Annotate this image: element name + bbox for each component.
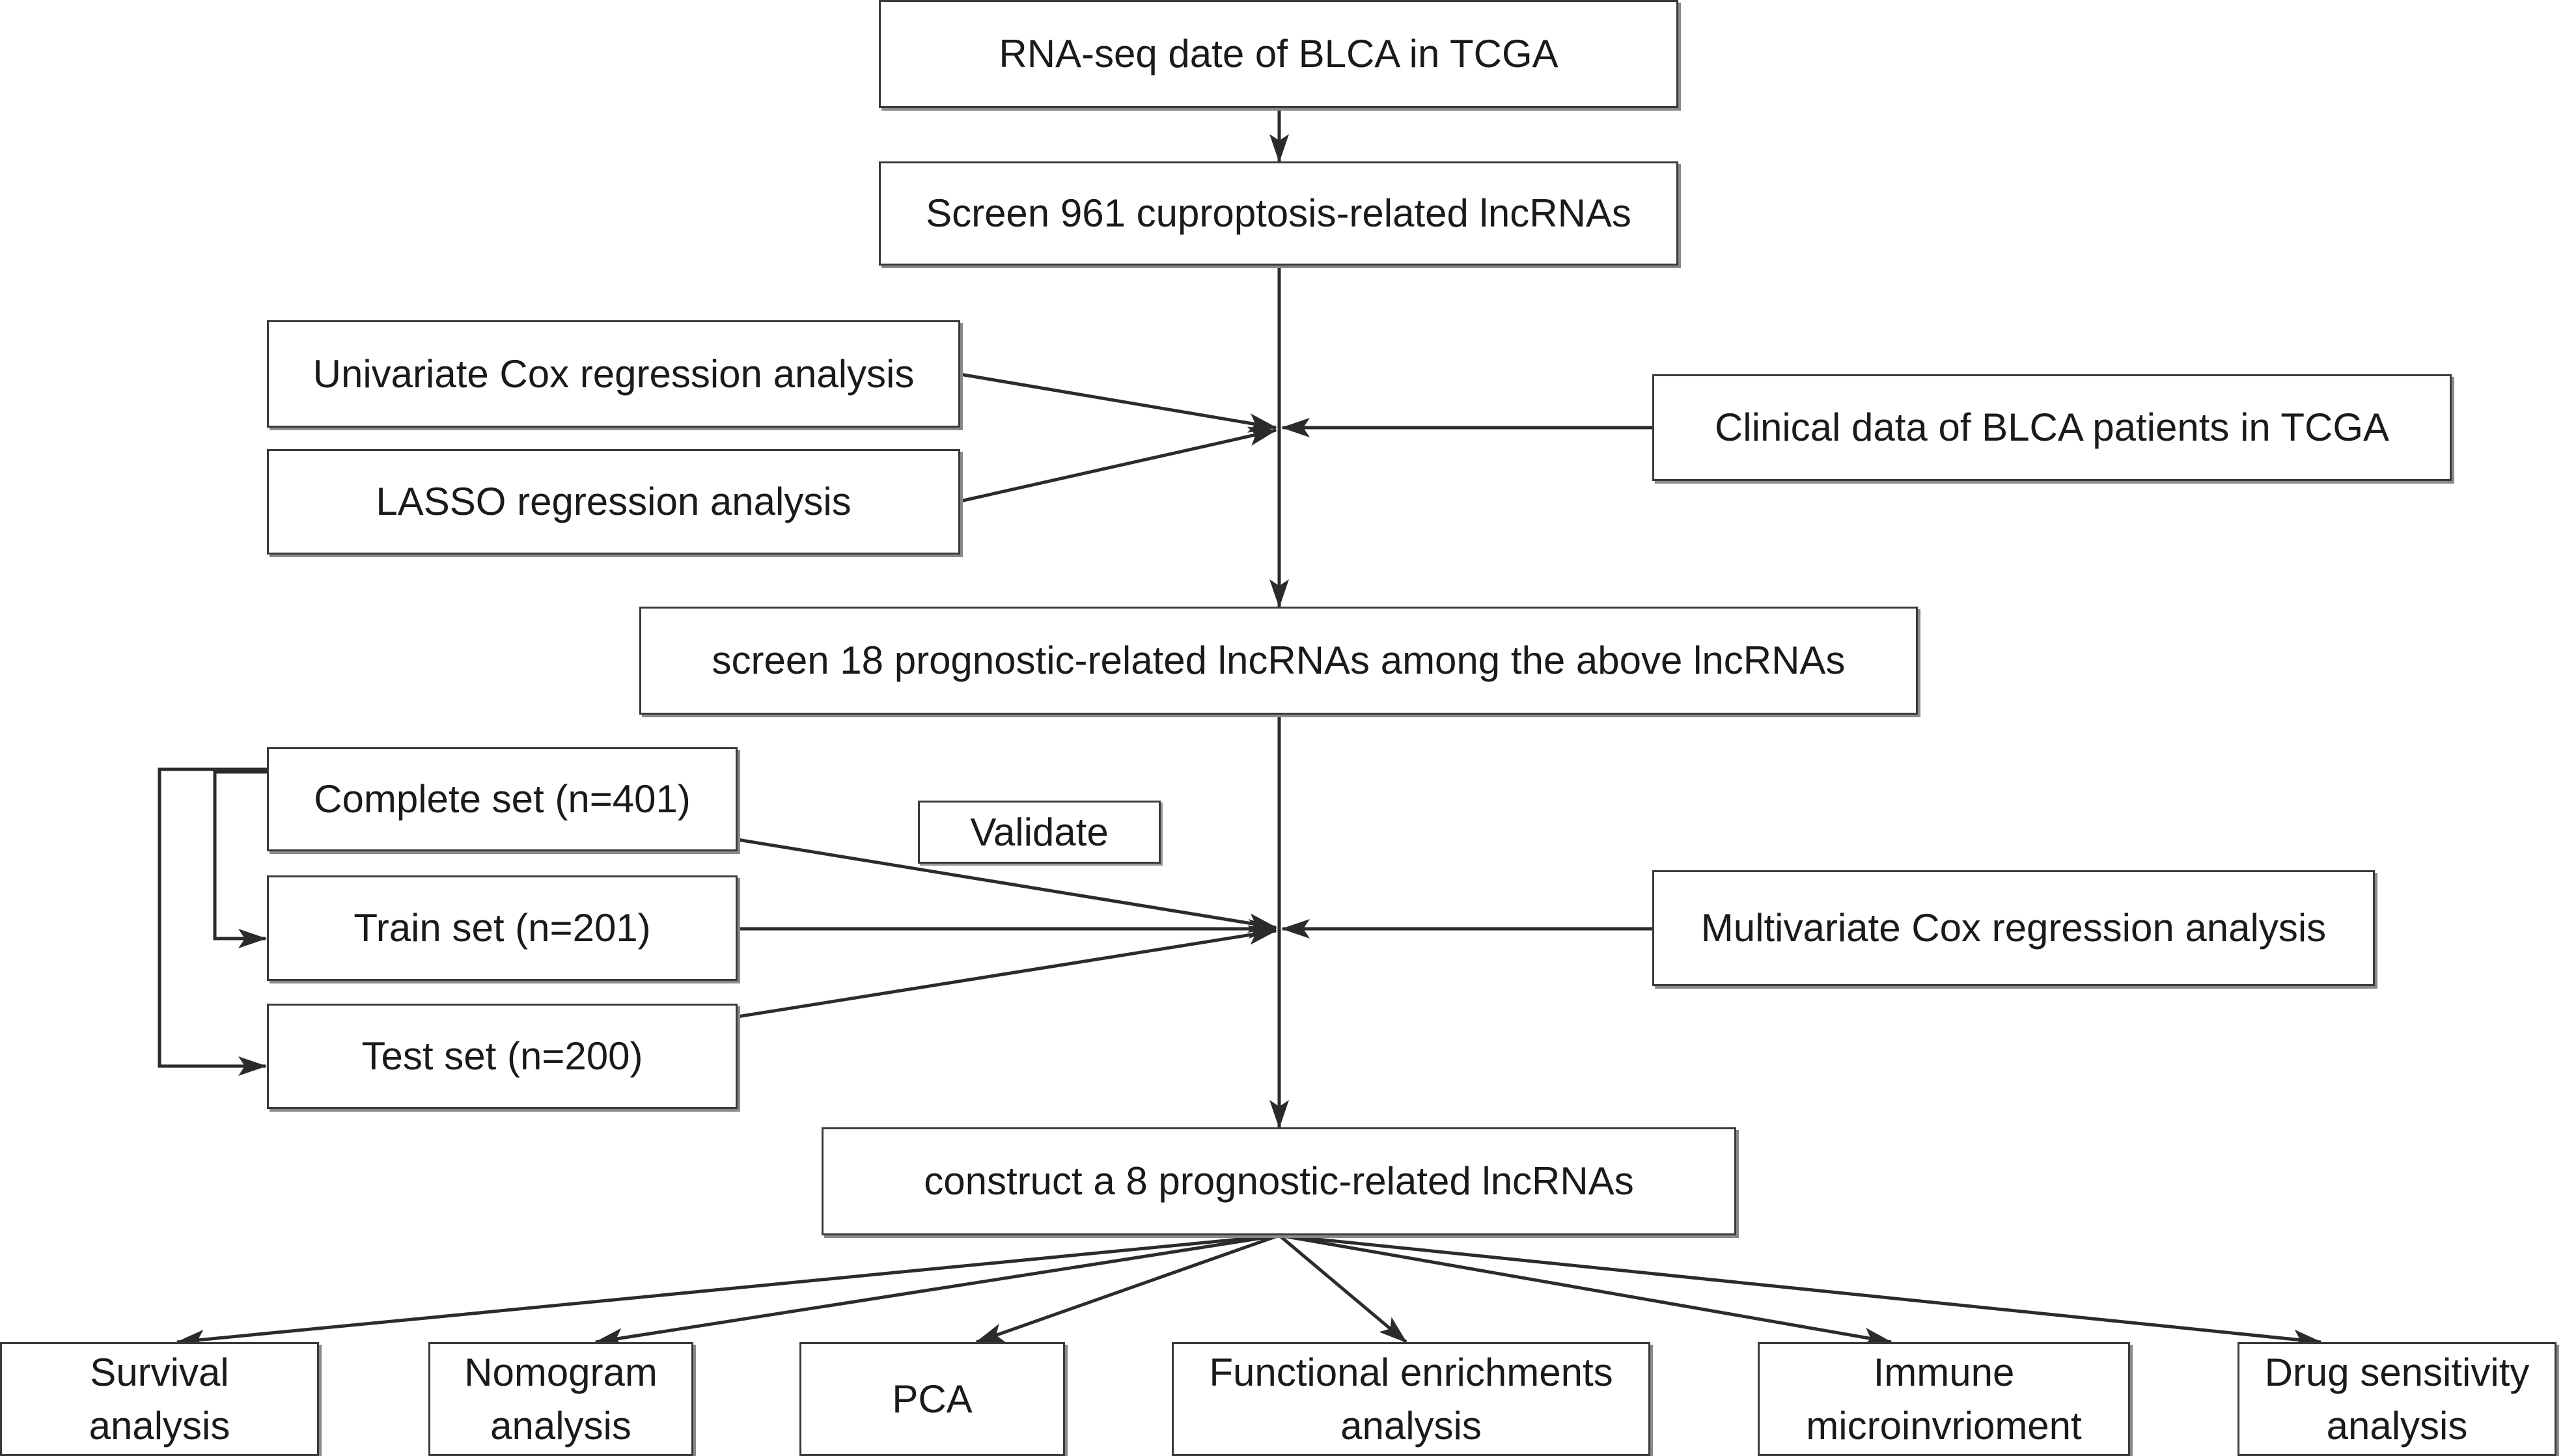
arrow-to-pca [975, 1233, 1280, 1344]
arrow-to-drug [1279, 1233, 2322, 1349]
arrow-to-survival [176, 1233, 1280, 1349]
node-test-set: Test set (n=200) [267, 1004, 738, 1109]
arrow-to-nomogram [594, 1233, 1280, 1348]
node-immune-microenvironment: Immune microinvrioment [1758, 1342, 2130, 1456]
arrow-to-functional [1278, 1234, 1407, 1343]
node-rna-seq-data: RNA-seq date of BLCA in TCGA [879, 0, 1678, 108]
node-drug-sensitivity: Drug sensitivity analysis [2237, 1342, 2556, 1456]
node-univariate-cox: Univariate Cox regression analysis [267, 320, 960, 428]
node-survival-analysis: Survival analysis [0, 1342, 319, 1456]
node-screen-18-lncrnas: screen 18 prognostic-related lncRNAs amo… [639, 607, 1918, 715]
node-lasso-regression: LASSO regression analysis [267, 449, 960, 555]
node-multivariate-cox: Multivariate Cox regression analysis [1652, 870, 2375, 986]
node-clinical-data: Clinical data of BLCA patients in TCGA [1652, 374, 2452, 481]
arrow-test-to-junction [737, 925, 1277, 1019]
arrow-to-immune [1279, 1233, 1892, 1347]
arrow-lasso-to-junction [960, 426, 1277, 503]
node-complete-set: Complete set (n=401) [267, 747, 738, 851]
arrow-univariate-to-junction [960, 372, 1277, 433]
bracket-complete-to-test [158, 767, 267, 1076]
node-pca: PCA [799, 1342, 1065, 1456]
node-validate: Validate [918, 801, 1161, 864]
bracket-complete-to-train [213, 770, 267, 948]
arrow-complete-to-junction [737, 838, 1277, 933]
node-nomogram-analysis: Nomogram analysis [428, 1342, 693, 1456]
node-construct-signature: construct a 8 prognostic-related lncRNAs [822, 1127, 1736, 1235]
node-train-set: Train set (n=201) [267, 875, 738, 981]
node-functional-enrichments: Functional enrichments analysis [1172, 1342, 1650, 1456]
node-screen-961-lncrnas: Screen 961 cuproptosis-related lncRNAs [879, 161, 1678, 266]
